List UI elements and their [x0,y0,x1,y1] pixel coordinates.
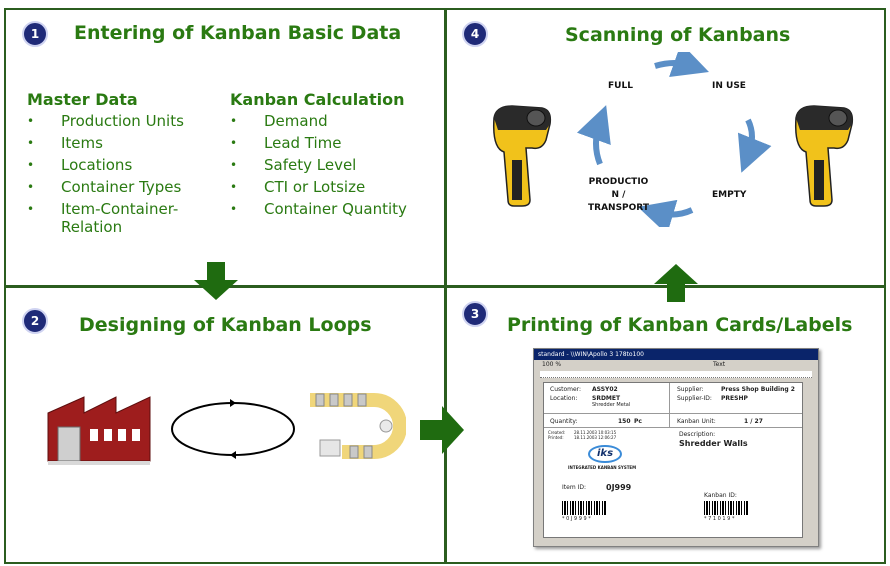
arrow-right-icon [420,404,466,456]
cycle-label-empty: EMPTY [712,189,746,202]
list-item: Demand [230,112,440,130]
barcode-right [704,501,748,515]
cycle-label-production-transport: PRODUCTIO N / TRANSPORT [588,176,649,215]
step-badge-3: 3 [462,301,488,327]
quadrant1-title: Entering of Kanban Basic Data [74,22,401,44]
arrow-down-icon [192,262,240,302]
list-item: Production Units [27,112,217,130]
list-item: Container Quantity [230,200,440,218]
step-badge-4: 4 [462,21,488,47]
cycle-label-full: FULL [608,80,633,93]
kanban-label-preview-window: standard - \\WIN\Apollo 3 178to100 100 %… [533,348,819,547]
kanban-loop-icon [168,398,298,460]
quadrant2-title: Designing of Kanban Loops [79,314,372,336]
barcode-scanner-right-icon [788,100,858,210]
cycle-arrow-bottom [655,210,692,215]
conveyor-belt-icon [306,390,406,460]
list-item: Safety Level [230,156,440,174]
master-data-list: Production Units Items Locations Contain… [27,112,217,240]
cycle-arrow-right [748,120,752,156]
list-item: CTI or Lotsize [230,178,440,196]
barcode-left [562,501,606,515]
step-badge-1: 1 [22,21,48,47]
list-item: Container Types [27,178,217,196]
barcode-scanner-left-icon [486,100,556,210]
vertical-divider [444,8,447,564]
kanban-calculation-list: Demand Lead Time Safety Level CTI or Lot… [230,112,440,222]
step-badge-2: 2 [22,308,48,334]
window-toolbar: 100 % Text [534,360,818,370]
list-item: Item-Container-Relation [27,200,181,236]
arrow-up-icon [652,262,700,302]
cycle-label-in-use: IN USE [712,80,746,93]
window-title: standard - \\WIN\Apollo 3 178to100 [534,349,818,360]
list-item: Lead Time [230,134,440,152]
cycle-arrow-left [596,122,600,164]
quadrant3-title: Printing of Kanban Cards/Labels [507,314,852,336]
quadrant4-title: Scanning of Kanbans [565,24,790,46]
cycle-arrow-top [655,63,692,66]
iks-logo: iks [588,445,622,463]
list-item: Items [27,134,217,152]
ruler [540,371,812,378]
kanban-calculation-heading: Kanban Calculation [230,90,405,109]
kanban-card: Customer: ASSY02 Location: SRDMET Shredd… [543,382,803,538]
list-item: Locations [27,156,217,174]
factory-icon [44,383,156,469]
master-data-heading: Master Data [27,90,138,109]
